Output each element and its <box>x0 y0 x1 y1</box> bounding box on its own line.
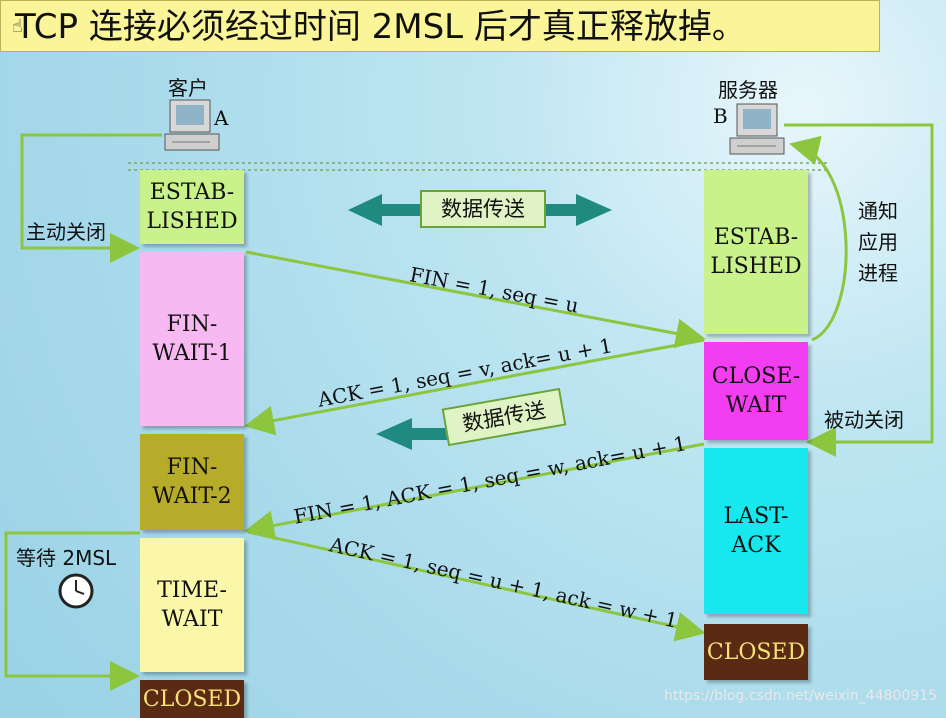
wait-2msl-label: 等待 2MSL <box>16 546 117 570</box>
ack1-arrow <box>244 338 705 436</box>
server-letter: B <box>713 104 728 128</box>
fin2-arrow <box>244 442 705 541</box>
data-transfer-pill-1: 数据传送 <box>420 190 546 228</box>
active-close-arrow <box>20 133 162 263</box>
client-state-fin-wait-2: FIN- WAIT-2 <box>140 434 244 530</box>
wait-2msl-arrow <box>4 531 140 691</box>
client-state-time-wait: TIME- WAIT <box>140 538 244 672</box>
clock-icon <box>58 573 94 609</box>
watermark: https://blog.csdn.net/weixin_44800915 <box>664 688 938 704</box>
server-computer-icon <box>729 103 785 155</box>
fin1-arrow <box>245 250 706 349</box>
page-title: TCP 连接必须经过时间 2MSL 后才真正释放掉。 <box>0 0 880 52</box>
active-close-label: 主动关闭 <box>26 220 106 244</box>
client-state-fin-wait-1: FIN- WAIT-1 <box>140 252 244 426</box>
server-state-last-ack: LAST- ACK <box>704 448 808 614</box>
data-transfer-left-arrow <box>376 418 450 450</box>
server-state-closed: CLOSED <box>704 624 808 680</box>
hand-cursor-icon: ☝ <box>12 16 23 37</box>
server-label: 服务器 <box>718 78 778 102</box>
client-computer-icon <box>164 99 220 151</box>
client-state-closed: CLOSED <box>140 680 244 718</box>
notify-app-arrow <box>789 135 848 342</box>
server-state-established: ESTAB- LISHED <box>704 170 808 334</box>
client-label: 客户 <box>168 76 208 100</box>
ack2-arrow <box>247 530 706 642</box>
passive-close-arrow <box>784 123 934 457</box>
client-state-established: ESTAB- LISHED <box>140 170 244 244</box>
client-letter: A <box>214 106 229 130</box>
passive-close-label: 被动关闭 <box>824 408 904 432</box>
server-state-close-wait: CLOSE- WAIT <box>704 342 808 440</box>
notify-app-label: 通知 应用 进程 <box>858 199 898 285</box>
